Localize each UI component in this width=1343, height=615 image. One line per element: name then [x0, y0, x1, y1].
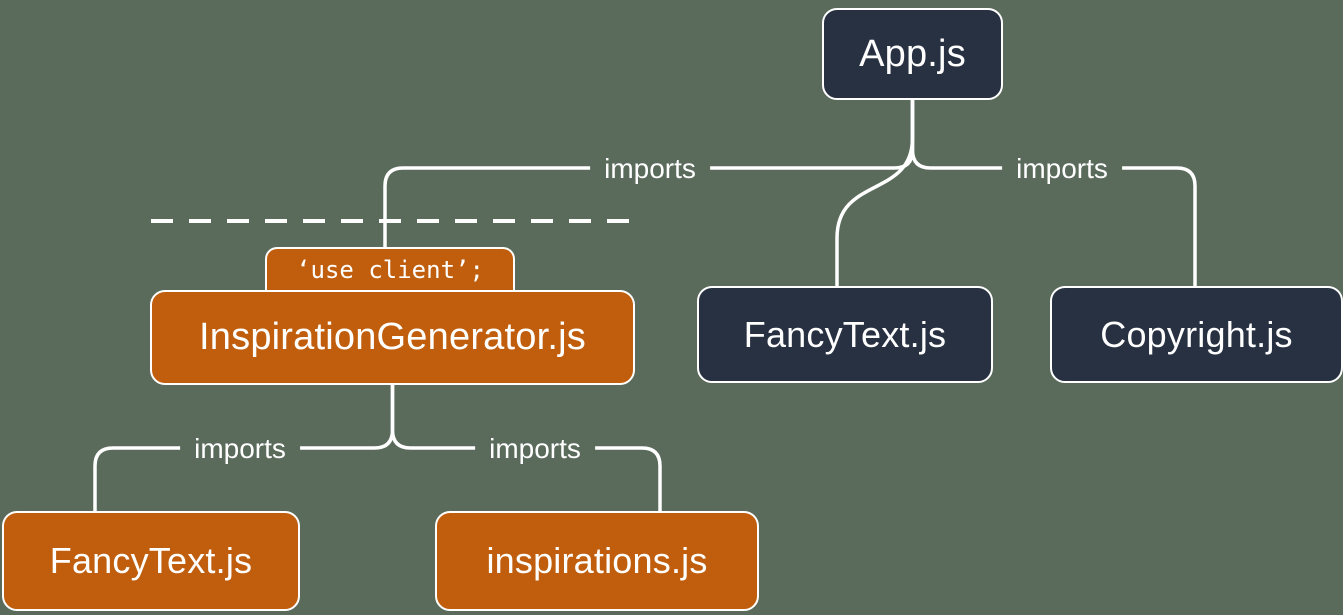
node-inspirations-js: inspirations.js: [435, 511, 759, 611]
edge-app-to-fancy-text: [835, 98, 915, 290]
imports-label-inspiration-generator-to-fancy-text: imports: [180, 431, 300, 467]
node-fancy-text-js-server: FancyText.js: [697, 286, 993, 383]
node-fancy-text-js-server-label: FancyText.js: [743, 313, 947, 355]
node-inspiration-generator-js: InspirationGenerator.js: [150, 290, 635, 385]
node-inspirations-js-label: inspirations.js: [486, 540, 708, 581]
node-fancy-text-js-client: FancyText.js: [2, 511, 300, 611]
node-app-js: App.js: [822, 8, 1003, 100]
node-app-js-label: App.js: [859, 32, 966, 75]
imports-label-inspiration-generator-to-inspirations: imports: [475, 431, 595, 467]
use-client-directive-text: ‘use client’;: [296, 256, 484, 284]
node-inspiration-generator-js-label: InspirationGenerator.js: [199, 316, 586, 358]
imports-label-app-to-inspiration-generator: imports: [590, 151, 710, 187]
edge-app-to-copyright: [910, 98, 1197, 290]
node-copyright-js: Copyright.js: [1050, 286, 1343, 383]
node-copyright-js-label: Copyright.js: [1100, 313, 1293, 355]
imports-label-app-to-copyright: imports: [1002, 151, 1122, 187]
node-fancy-text-js-client-label: FancyText.js: [49, 540, 253, 581]
